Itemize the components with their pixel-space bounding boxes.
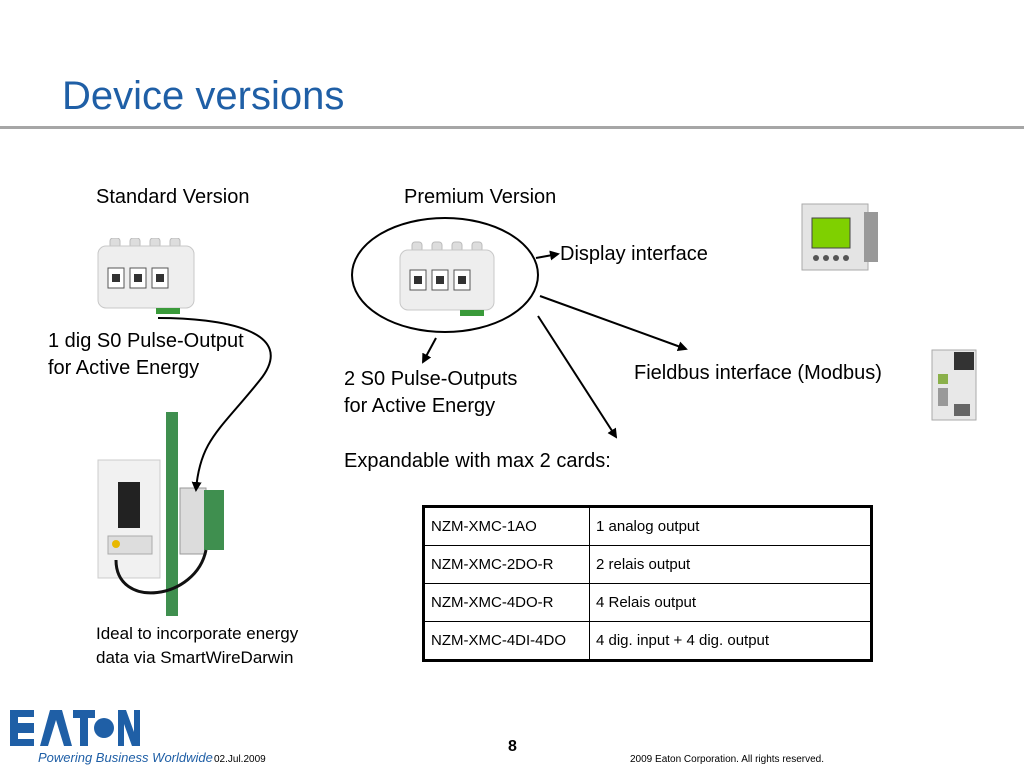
table-row: NZM-XMC-2DO-R 2 relais output bbox=[423, 545, 872, 584]
eaton-tagline: Powering Business Worldwide bbox=[38, 750, 213, 765]
table-row: NZM-XMC-4DI-4DO 4 dig. input + 4 dig. ou… bbox=[423, 621, 872, 661]
card-model: NZM-XMC-4DO-R bbox=[423, 583, 590, 622]
card-description: 4 Relais output bbox=[589, 583, 872, 622]
smartwire-note-line2: data via SmartWireDarwin bbox=[96, 648, 294, 667]
title-divider bbox=[0, 126, 1024, 129]
footer-date: 02.Jul.2009 bbox=[214, 754, 266, 765]
eaton-logo bbox=[10, 710, 140, 746]
premium-version-label: Premium Version bbox=[404, 186, 557, 208]
smartwire-note-line1: Ideal to incorporate energy bbox=[96, 624, 299, 643]
copyright-text: 2009 Eaton Corporation. All rights reser… bbox=[630, 754, 824, 765]
card-description: 4 dig. input + 4 dig. output bbox=[589, 621, 872, 661]
standard-device-image bbox=[97, 238, 195, 314]
slide-title: Device versions bbox=[62, 74, 345, 118]
card-model: NZM-XMC-4DI-4DO bbox=[423, 621, 590, 661]
premium-output-line1: 2 S0 Pulse-Outputs bbox=[344, 368, 518, 390]
standard-version-label: Standard Version bbox=[96, 186, 250, 208]
premium-output-line2: for Active Energy bbox=[344, 395, 496, 417]
display-device-image bbox=[801, 203, 878, 271]
fieldbus-module-image bbox=[931, 349, 977, 421]
standard-output-line1: 1 dig S0 Pulse-Output bbox=[48, 330, 244, 352]
fieldbus-interface-label: Fieldbus interface (Modbus) bbox=[634, 362, 882, 384]
table-row: NZM-XMC-4DO-R 4 Relais output bbox=[423, 583, 872, 622]
card-model: NZM-XMC-1AO bbox=[423, 506, 590, 546]
card-model: NZM-XMC-2DO-R bbox=[423, 545, 590, 584]
standard-output-line2: for Active Energy bbox=[48, 357, 200, 379]
card-description: 2 relais output bbox=[589, 545, 872, 584]
display-interface-label: Display interface bbox=[560, 243, 708, 265]
breaker-smartwire-image bbox=[97, 412, 224, 616]
expansion-cards-table: NZM-XMC-1AO 1 analog output NZM-XMC-2DO-… bbox=[422, 505, 873, 662]
card-description: 1 analog output bbox=[589, 506, 872, 546]
premium-device-circled bbox=[351, 217, 539, 333]
page-number: 8 bbox=[508, 738, 517, 755]
expandable-label: Expandable with max 2 cards: bbox=[344, 450, 611, 472]
table-row: NZM-XMC-1AO 1 analog output bbox=[423, 506, 872, 546]
